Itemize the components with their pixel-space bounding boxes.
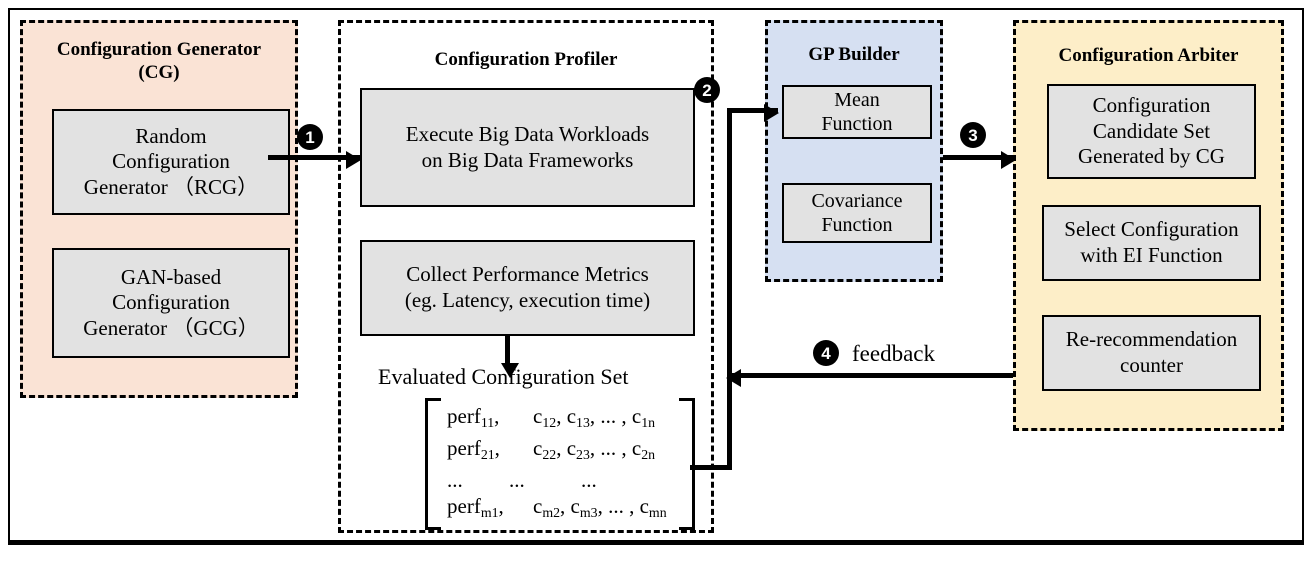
panel-arbiter-title: Configuration Arbiter (1058, 45, 1239, 66)
box-configuration-candidate-set[interactable]: Configuration Candidate Set Generated by… (1047, 84, 1256, 179)
box-rcg-line1: Random (135, 123, 207, 148)
matrix-bracket-right (679, 398, 695, 530)
box-gcg-line3: Generator （GCG） (83, 315, 259, 340)
badge-flow-3: 3 (960, 122, 986, 148)
box-candidate-line1: Configuration (1092, 93, 1211, 118)
box-collect-performance-metrics[interactable]: Collect Performance Metrics (eg. Latency… (360, 240, 695, 336)
evaluated-configuration-matrix: perf11,c12, c13, ... , c1n perf21,c22, c… (425, 398, 695, 530)
box-counter-line1: Re-recommendation (1065, 327, 1238, 352)
panel-profiler-title: Configuration Profiler (434, 49, 618, 70)
panel-gp-builder: GP Builder Mean Function Covariance Func… (765, 20, 943, 282)
panel-cg-title-line1: Configuration Generator (56, 39, 262, 60)
box-gcg-line1: GAN-based (120, 264, 222, 289)
box-rcg-line3: Generator （RCG） (83, 174, 259, 199)
matrix-row: perfm1,cm2, cm3, ... , cmn (447, 494, 667, 520)
matrix-row: perf21,c22, c23, ... , c2n (447, 436, 656, 462)
box-execute-line1: Execute Big Data Workloads (405, 121, 650, 146)
label-evaluated-configuration-set: Evaluated Configuration Set (378, 364, 629, 389)
box-covariance-function[interactable]: Covariance Function (782, 183, 932, 243)
box-mean-line2: Function (821, 113, 893, 135)
box-select-line1: Select Configuration (1064, 217, 1239, 242)
label-feedback: feedback (852, 341, 935, 366)
matrix-bracket-left (425, 398, 441, 530)
box-rcg-line2: Configuration (112, 149, 230, 174)
panel-cg-title-line2: (CG) (138, 62, 180, 83)
arrow-collect-to-evaluated-set (500, 336, 519, 378)
matrix-row: ......... (447, 468, 597, 492)
arrow-flow-4-feedback (726, 369, 1013, 387)
panel-configuration-arbiter: Configuration Arbiter Configuration Cand… (1013, 20, 1284, 431)
box-collect-line1: Collect Performance Metrics (406, 262, 649, 287)
box-gan-based-configuration-generator[interactable]: GAN-based Configuration Generator （GCG） (52, 248, 290, 358)
box-covariance-line2: Function (821, 214, 893, 236)
box-execute-line2: on Big Data Frameworks (421, 147, 634, 172)
outer-frame (8, 8, 1304, 545)
box-gcg-line2: Configuration (112, 290, 230, 315)
box-select-configuration-with-ei[interactable]: Select Configuration with EI Function (1042, 205, 1261, 281)
badge-flow-2: 2 (694, 77, 720, 103)
arrow-flow-2 (727, 104, 779, 122)
box-random-configuration-generator[interactable]: Random Configuration Generator （RCG） (52, 109, 290, 215)
line-flow-2-matrix-stub (690, 465, 732, 470)
box-re-recommendation-counter[interactable]: Re-recommendation counter (1042, 315, 1261, 391)
panel-configuration-profiler: Configuration Profiler (338, 20, 714, 533)
box-collect-line2: (eg. Latency, execution time) (404, 288, 651, 312)
panel-configuration-generator: Configuration Generator (CG) Random Conf… (20, 20, 298, 398)
badge-flow-1: 1 (297, 124, 323, 150)
badge-flow-4: 4 (813, 340, 839, 366)
arrow-flow-3 (943, 151, 1016, 169)
arrow-flow-1 (268, 151, 361, 169)
box-counter-line2: counter (1120, 353, 1183, 377)
box-mean-function[interactable]: Mean Function (782, 85, 932, 139)
box-candidate-line3: Generated by CG (1078, 144, 1225, 169)
panel-gp-title: GP Builder (808, 44, 900, 65)
box-covariance-line1: Covariance (811, 189, 903, 212)
box-select-line2: with EI Function (1080, 243, 1223, 267)
box-mean-line1: Mean (834, 88, 880, 111)
box-candidate-line2: Candidate Set (1092, 118, 1211, 143)
line-flow-2-riser (727, 108, 732, 468)
matrix-row: perf11,c12, c13, ... , c1n (447, 404, 656, 430)
box-execute-big-data-workloads[interactable]: Execute Big Data Workloads on Big Data F… (360, 88, 695, 207)
